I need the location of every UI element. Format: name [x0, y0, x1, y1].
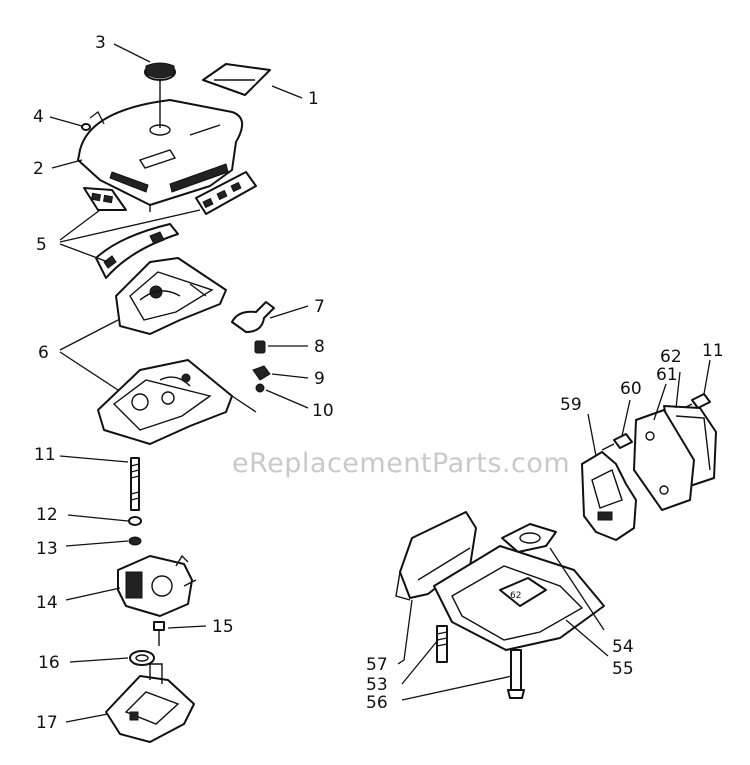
label-3: 3: [95, 33, 106, 53]
label-11-left: 11: [34, 445, 56, 465]
label-56: 56: [366, 693, 388, 713]
label-15: 15: [212, 617, 234, 637]
part-14-carburetor: [117, 554, 197, 617]
label-7: 7: [314, 297, 325, 317]
part-56-bolt: [507, 649, 525, 699]
part-15-screw: [153, 621, 165, 646]
label-10: 10: [312, 401, 334, 421]
label-55: 55: [612, 659, 634, 679]
svg-text:62: 62: [510, 591, 521, 601]
label-1: 1: [308, 89, 319, 109]
part-54-gasket: [501, 523, 557, 553]
label-5: 5: [36, 235, 47, 255]
part-11-stud: [130, 457, 140, 511]
part-6-base-lower: [97, 359, 233, 445]
part-5-filters: [83, 171, 257, 279]
label-61: 61: [656, 365, 678, 385]
part-16-ring: [129, 650, 155, 666]
part-12-washer: [128, 516, 142, 526]
part-13-gasket: [128, 536, 142, 546]
label-8: 8: [314, 337, 325, 357]
label-12: 12: [36, 505, 58, 525]
leader-lines: [49, 43, 711, 723]
label-9: 9: [314, 369, 325, 389]
part-2-cover: [77, 98, 243, 212]
part-9-nut: [252, 365, 271, 381]
label-11-right: 11: [702, 341, 724, 361]
label-54: 54: [612, 637, 634, 657]
part-3-knob: [144, 62, 176, 98]
part-10-washer: [255, 383, 265, 393]
label-6: 6: [38, 343, 49, 363]
label-2: 2: [33, 159, 44, 179]
part-55-muffler: 62: [433, 545, 605, 651]
label-4: 4: [33, 107, 44, 127]
part-59-bracket: [581, 451, 637, 541]
part-8-spring: [254, 340, 266, 354]
part-6-base-upper: [115, 257, 227, 335]
label-16: 16: [38, 653, 60, 673]
label-60: 60: [620, 379, 642, 399]
part-labels: 3 1 4 2 5 6 7 8 9 10 11 12 13 14 15 16 1…: [33, 33, 724, 733]
part-60-bolt: [601, 433, 633, 451]
label-14: 14: [36, 593, 58, 613]
part-7-clip: [231, 301, 275, 333]
label-59: 59: [560, 395, 582, 415]
part-4-washer: [81, 123, 91, 131]
label-57: 57: [366, 655, 388, 675]
label-62: 62: [660, 347, 682, 367]
part-1-label: [202, 63, 271, 96]
part-53-bolt: [436, 625, 448, 663]
part-17-pump-cover: [105, 663, 195, 743]
label-17: 17: [36, 713, 58, 733]
watermark: eReplacementParts.com: [232, 448, 570, 479]
part-61-gasket: [633, 409, 695, 511]
label-13: 13: [36, 539, 58, 559]
label-53: 53: [366, 675, 388, 695]
